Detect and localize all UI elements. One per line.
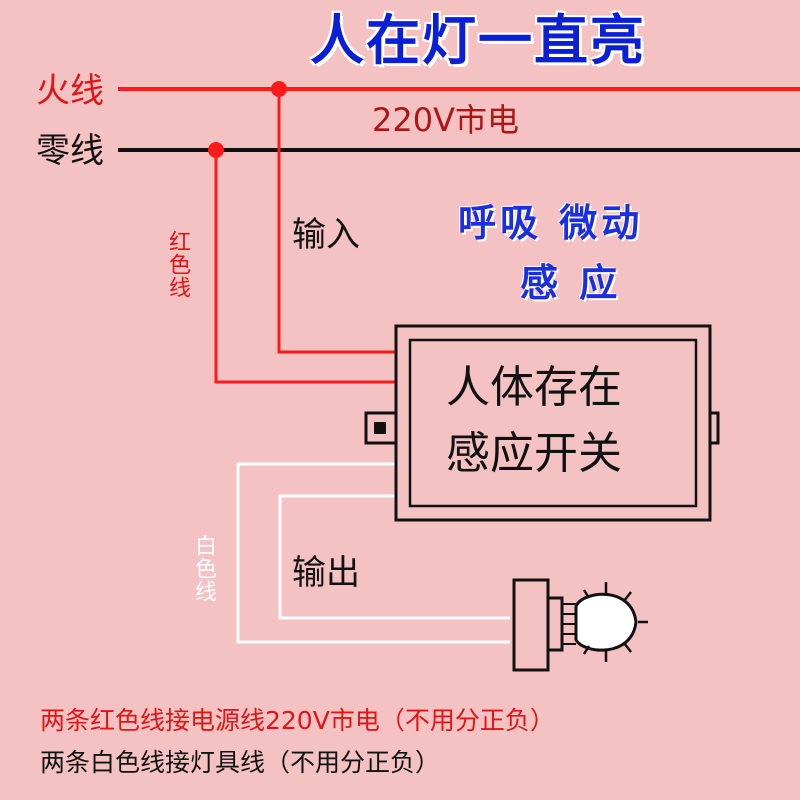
- junction-dot-live: [271, 81, 287, 97]
- device-label-line2: 感应开关: [446, 428, 622, 479]
- output-label: 输出: [292, 553, 360, 593]
- red-wire-label: 红色线: [165, 230, 190, 299]
- output-wire-inner: [278, 494, 510, 620]
- mains-label: 220V市电: [372, 101, 519, 139]
- light-bulb-icon: [512, 578, 648, 672]
- sensor-switch-device: [364, 324, 720, 522]
- live-wire-label: 火线: [36, 71, 104, 111]
- output-wire-outer: [236, 462, 510, 644]
- white-wire-label: 白色线: [191, 534, 216, 603]
- neutral-wire-label: 零线: [36, 131, 104, 171]
- device-label-line1: 人体存在: [446, 362, 622, 413]
- input-wire-from-live: [277, 89, 396, 354]
- junction-dot-neutral: [208, 142, 224, 158]
- sensor-type-line2: 感 应: [520, 261, 622, 305]
- input-wire-from-neutral: [214, 150, 396, 384]
- note-red-wires: 两条红色线接电源线220V市电（不用分正负）: [40, 706, 555, 735]
- input-label: 输入: [292, 215, 360, 255]
- page-title: 人在灯一直亮: [310, 9, 646, 72]
- note-white-wires: 两条白色线接灯具线（不用分正负）: [40, 748, 441, 777]
- sensor-type-line1: 呼吸 微动: [458, 201, 644, 245]
